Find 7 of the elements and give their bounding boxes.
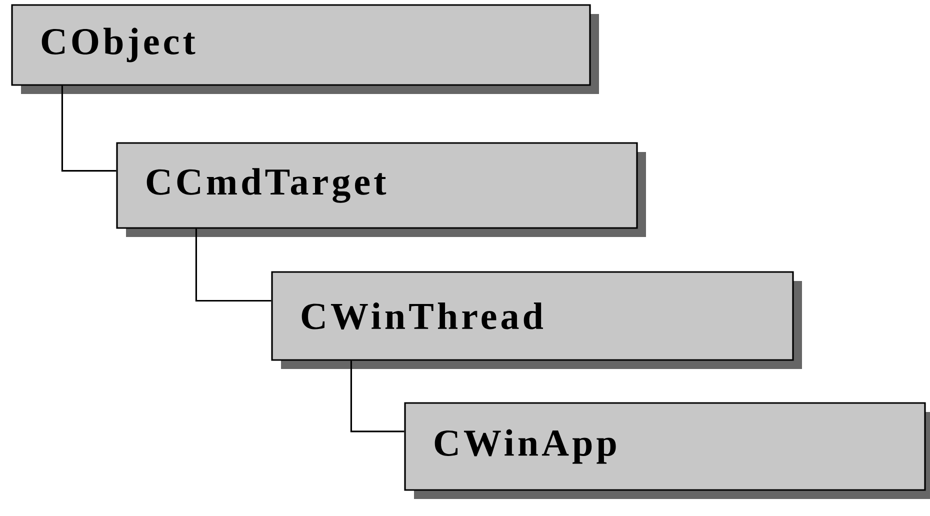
class-box: CObject [11,4,599,94]
connector-line [350,360,404,432]
class-box: CWinApp [404,402,930,499]
connector-line [195,228,272,302]
class-box: CWinThread [271,271,802,369]
connector-line [61,86,116,172]
class-box: CCmdTarget [116,142,646,237]
